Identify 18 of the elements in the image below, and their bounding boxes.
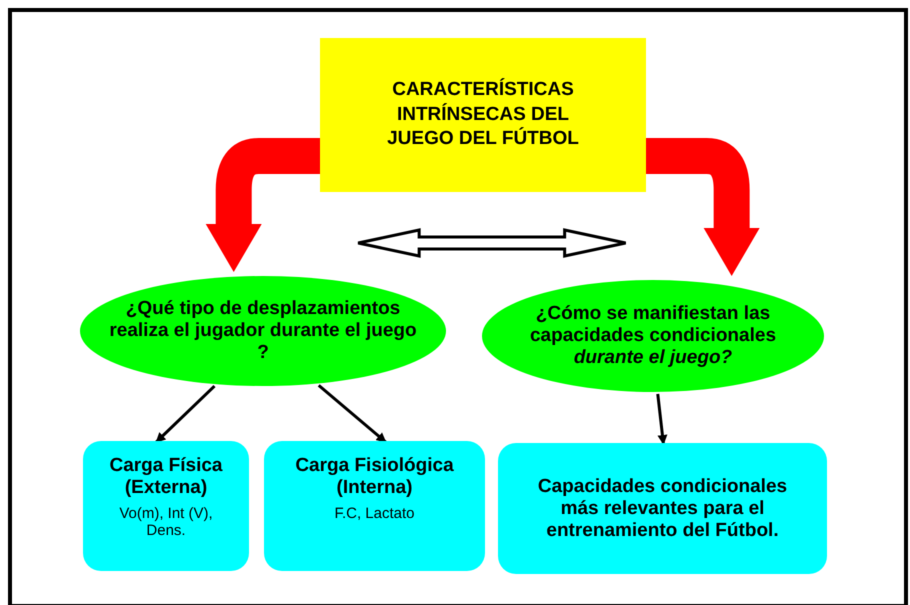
curved-arrow <box>646 138 760 276</box>
measure-text: Vo(m), Int (V), Dens. <box>118 505 214 539</box>
arrow <box>155 384 216 444</box>
question-text: ¿Cómo se manifiestan las capacidades condicionales durante el juego? <box>528 303 778 369</box>
result-box <box>83 441 249 571</box>
box-heading: Carga Física (Externa) <box>108 455 224 499</box>
result-box <box>264 441 485 571</box>
box-text: Capacidades condicionales más relevantes para el entrenamiento del Fútbol. <box>536 476 788 542</box>
curved-arrow <box>206 138 320 272</box>
box-heading: Carga Fisiológica (Interna) <box>294 455 455 499</box>
double-arrow <box>356 228 628 258</box>
question-text: ¿Qué tipo de desplazamientos realiza el jugador durante el juego ? <box>108 298 418 364</box>
result-box <box>498 443 827 574</box>
arrow <box>318 384 387 444</box>
title-box <box>320 38 646 192</box>
arrow <box>656 394 668 445</box>
measure-text: F.C, Lactato <box>334 505 415 522</box>
title-text: CARACTERÍSTICAS INTRÍNSECAS DEL JUEGO DEL FÚTBOL <box>386 78 580 152</box>
